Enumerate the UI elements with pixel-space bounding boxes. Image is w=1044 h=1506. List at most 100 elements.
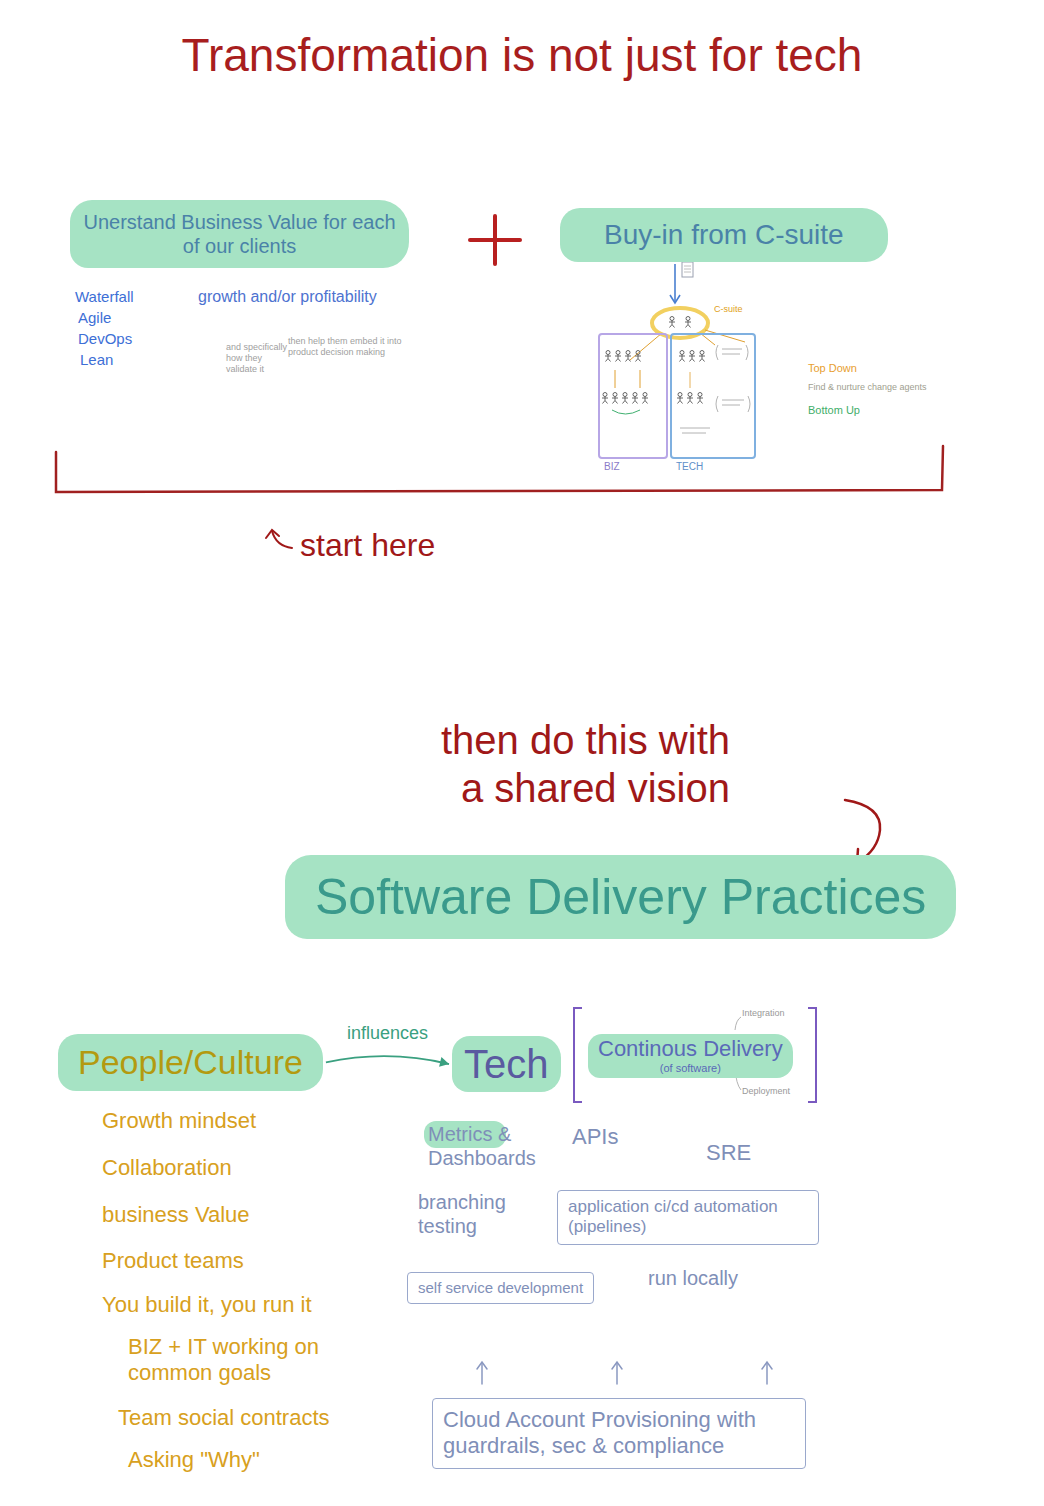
buy-in-arrow bbox=[684, 272, 691, 273]
up-arrows bbox=[612, 1362, 622, 1369]
plus-sign bbox=[470, 216, 520, 264]
up-arrows bbox=[616, 1363, 618, 1384]
diagram-title: Transformation is not just for tech bbox=[0, 28, 1044, 83]
highlight-band: Continous Delivery(of software) bbox=[588, 1034, 793, 1078]
vision-arrow bbox=[845, 800, 880, 862]
callout: start here bbox=[300, 526, 435, 564]
buy-in-arrow bbox=[674, 264, 676, 302]
culture-item: Growth mindset bbox=[102, 1108, 256, 1134]
node-text: Continous Delivery bbox=[598, 1036, 783, 1062]
up-arrows bbox=[766, 1363, 768, 1384]
tech-item: Metrics & Dashboards bbox=[428, 1122, 578, 1170]
up-arrows bbox=[481, 1363, 483, 1384]
biz-people bbox=[612, 393, 618, 404]
side-note: then help them embed it into product dec… bbox=[288, 336, 428, 358]
culture-item: Asking "Why" bbox=[128, 1447, 260, 1473]
tech-people bbox=[677, 393, 683, 404]
method-name: DevOps bbox=[78, 330, 132, 348]
node-text: Software Delivery Practices bbox=[315, 867, 926, 927]
culture-item: business Value bbox=[102, 1202, 250, 1228]
biz-arrows bbox=[615, 370, 616, 388]
biz-people bbox=[625, 351, 631, 362]
section-bracket bbox=[56, 446, 943, 492]
c-suite-circle bbox=[669, 317, 675, 328]
start-here-hook bbox=[266, 530, 292, 548]
edge-label: influences bbox=[347, 1023, 428, 1045]
process-box: application ci/cd automation (pipelines) bbox=[557, 1190, 819, 1245]
tech-people bbox=[677, 351, 705, 404]
highlight-band: Software Delivery Practices bbox=[285, 855, 956, 939]
culture-item: Product teams bbox=[102, 1248, 244, 1274]
note: growth and/or profitability bbox=[198, 287, 377, 306]
tech-notes bbox=[722, 400, 744, 401]
tech-notes bbox=[716, 396, 718, 412]
highlight-band: Tech bbox=[452, 1036, 561, 1092]
tech-item: APIs bbox=[572, 1124, 618, 1150]
tech-item: run locally bbox=[648, 1266, 738, 1290]
tech-notes bbox=[722, 405, 740, 406]
tech-notes bbox=[746, 345, 748, 360]
node-text: TECH bbox=[676, 461, 703, 473]
direction-label: Bottom Up bbox=[808, 404, 860, 417]
biz-people bbox=[605, 351, 611, 362]
tech-notes bbox=[680, 345, 750, 433]
node-text: self service development bbox=[418, 1279, 583, 1297]
group-box: BIZ bbox=[598, 333, 668, 459]
callout: then do this with a shared vision bbox=[420, 716, 730, 812]
method-name: Lean bbox=[80, 351, 113, 369]
biz-people bbox=[615, 351, 621, 362]
biz-people bbox=[622, 393, 628, 404]
highlight-band: Unerstand Business Value for each of our… bbox=[70, 200, 409, 268]
biz-people bbox=[602, 393, 608, 404]
up-arrows bbox=[762, 1362, 772, 1369]
node-text: Tech bbox=[464, 1040, 549, 1088]
highlight-band: Buy-in from C-suite bbox=[560, 208, 888, 262]
node-text: People/Culture bbox=[78, 1042, 303, 1083]
tech-notes bbox=[748, 396, 750, 412]
biz-arrows bbox=[612, 370, 640, 414]
node-text: Unerstand Business Value for each of our… bbox=[82, 210, 397, 258]
culture-item: Collaboration bbox=[102, 1155, 232, 1181]
c-suite-circle bbox=[685, 317, 691, 328]
biz-people bbox=[602, 351, 648, 404]
node-subtext: (of software) bbox=[598, 1062, 783, 1075]
process-box: self service development bbox=[407, 1272, 594, 1304]
buy-in-arrow bbox=[684, 269, 691, 270]
node-text: application ci/cd automation (pipelines) bbox=[568, 1197, 808, 1238]
node-text: Cloud Account Provisioning with guardrai… bbox=[443, 1407, 795, 1460]
buy-in-arrow bbox=[684, 266, 691, 267]
cd-ticks bbox=[735, 1017, 741, 1030]
side-note: Find & nurture change agents bbox=[808, 382, 933, 393]
up-arrows bbox=[477, 1362, 487, 1369]
culture-item: Team social contracts bbox=[118, 1405, 330, 1431]
side-note: Deployment bbox=[742, 1086, 790, 1097]
biz-people bbox=[635, 351, 641, 362]
tech-item: branching testing bbox=[418, 1190, 518, 1238]
tech-people bbox=[679, 351, 685, 362]
highlight-band: People/Culture bbox=[58, 1034, 323, 1091]
plus-sign bbox=[493, 216, 497, 264]
cd-brackets bbox=[808, 1008, 816, 1102]
method-name: Agile bbox=[78, 309, 111, 327]
org-lines bbox=[705, 330, 745, 342]
tech-notes bbox=[690, 372, 691, 388]
arrow-head bbox=[439, 1057, 449, 1067]
influence-arrow bbox=[326, 1056, 449, 1064]
tech-notes bbox=[722, 354, 740, 355]
side-note: Integration bbox=[742, 1008, 785, 1019]
tech-notes bbox=[722, 349, 742, 350]
buy-in-arrow bbox=[670, 295, 680, 303]
tech-people bbox=[689, 351, 695, 362]
tech-notes bbox=[680, 428, 710, 429]
buy-in-arrow bbox=[682, 262, 693, 277]
node-text: BIZ bbox=[604, 461, 620, 473]
biz-arrows bbox=[612, 410, 640, 414]
culture-item: You build it, you run it bbox=[102, 1292, 312, 1318]
method-name: Waterfall bbox=[75, 288, 134, 306]
side-note: and specifically how they validate it bbox=[226, 342, 292, 374]
direction-label: Top Down bbox=[808, 362, 857, 375]
tech-people bbox=[697, 393, 703, 404]
role-label: C-suite bbox=[714, 304, 743, 315]
section-bracket bbox=[56, 446, 943, 492]
cd-brackets bbox=[574, 1008, 582, 1102]
